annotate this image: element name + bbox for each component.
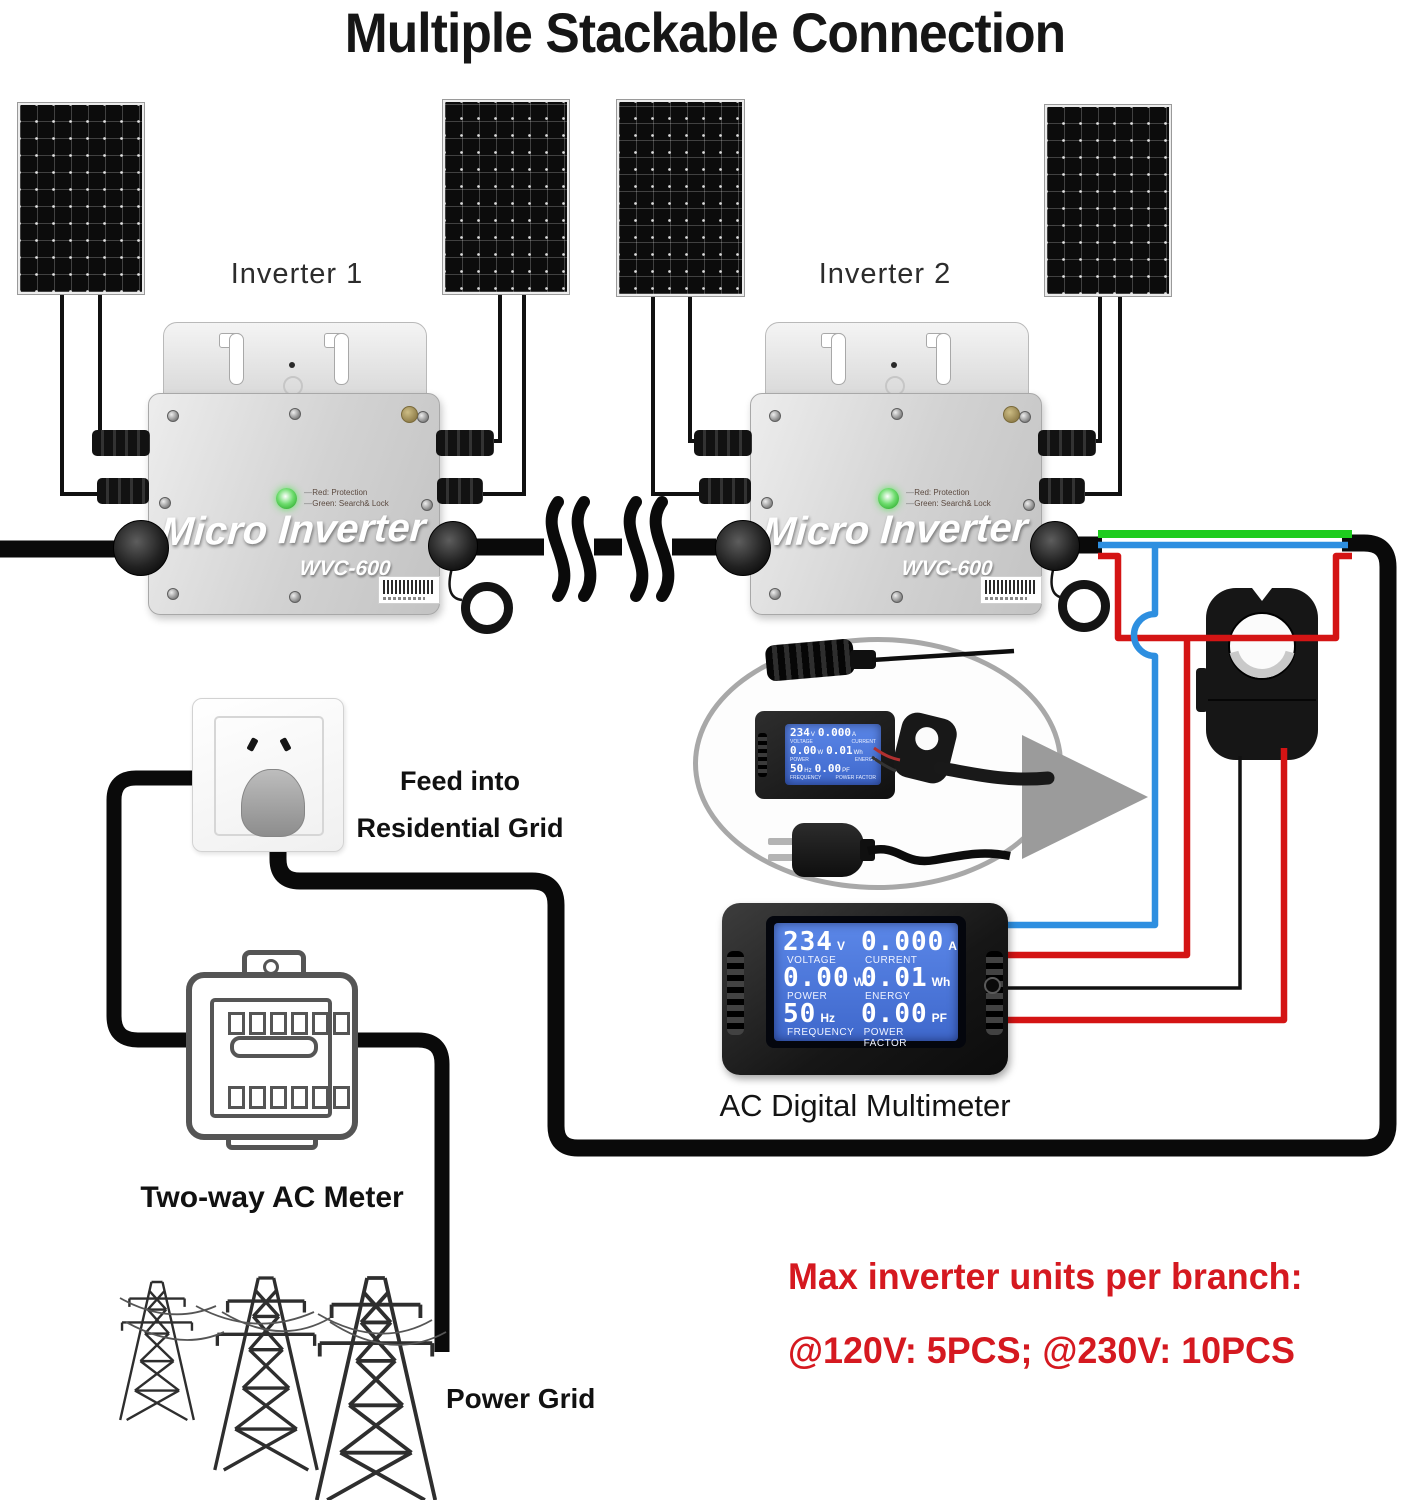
screw-icon [289, 408, 301, 420]
transmission-towers [119, 1276, 447, 1500]
pilot-hole [289, 362, 295, 368]
screw-icon [769, 588, 781, 600]
screw-icon [761, 497, 773, 509]
mc4-connector [1038, 430, 1096, 456]
solar-panel-1 [18, 103, 144, 294]
two-way-meter-label: Two-way AC Meter [140, 1181, 404, 1214]
brand-text: Micro Inverter [761, 505, 1030, 555]
ground-terminal [401, 406, 418, 423]
keyhole-slot [831, 333, 846, 385]
cable-break-icon [545, 496, 675, 602]
inverter-body [750, 393, 1042, 615]
connector-cap [461, 582, 513, 634]
power-grid-label: Power Grid [446, 1383, 596, 1414]
screw-icon [167, 410, 179, 422]
ac-output-connector [1030, 521, 1080, 571]
wall-outlet [192, 698, 344, 852]
plug-prong [768, 838, 796, 845]
screw-icon [167, 588, 179, 600]
plug-prong [768, 854, 796, 861]
mc4-connector [437, 478, 483, 504]
feed-caption: Feed into Residential Grid [356, 766, 564, 843]
solar-panel-2 [443, 100, 569, 294]
cap-leash-1 [448, 567, 463, 602]
screw-icon [769, 410, 781, 422]
screw-icon [891, 408, 903, 420]
ground-terminal [1003, 406, 1020, 423]
status-led [276, 488, 297, 509]
max-units-note: Max inverter units per branch: @120V: 5P… [788, 1256, 1303, 1371]
inset-power-plug [792, 823, 864, 877]
mc4-connector [97, 478, 149, 504]
multimeter-label: AC Digital Multimeter [719, 1088, 1011, 1123]
inverter-2-label: Inverter 2 [818, 258, 952, 290]
keyhole-slot [936, 333, 951, 385]
brand-text: Micro Inverter [159, 505, 428, 555]
ac-output-connector [715, 520, 771, 576]
waterproof-connector [764, 638, 856, 682]
grid-feed-cable [106, 770, 450, 1352]
screw-icon [1019, 411, 1031, 423]
screw-icon [417, 411, 429, 423]
screw-icon [421, 499, 433, 511]
mc4-connector [436, 430, 494, 456]
mc4-connector [699, 478, 751, 504]
live-wire-red [1008, 552, 1352, 1024]
solar-panel-3 [617, 100, 744, 296]
pilot-hole [891, 362, 897, 368]
keyhole-slot [334, 333, 349, 385]
multimeter-button [984, 977, 1001, 994]
status-led [878, 488, 899, 509]
ac-output-connector [428, 521, 478, 571]
ct-sense-wire-black [1008, 756, 1242, 990]
screw-icon [891, 591, 903, 603]
main-ac-loop-cable [269, 534, 1397, 1157]
two-way-ac-meter [186, 950, 358, 1162]
meter-register [228, 1012, 350, 1035]
mc4-connector [92, 430, 150, 456]
barcode-sticker [378, 576, 440, 604]
mc4-connector [694, 430, 752, 456]
inverter-1-label: Inverter 1 [230, 258, 364, 290]
neutral-wire-blue [1008, 541, 1348, 929]
keyhole-slot [229, 333, 244, 385]
micro-inverter-2: — Red: Protection — Green: Search& Lock … [692, 320, 1096, 620]
barcode-sticker [980, 576, 1042, 604]
micro-inverter-1: — Red: Protection — Green: Search& Lock … [90, 320, 494, 620]
catenary-wires [119, 1297, 447, 1346]
solar-panel-4 [1045, 105, 1171, 296]
connector-cap [1058, 580, 1110, 632]
screw-icon [1023, 499, 1035, 511]
ct-clamp [1196, 588, 1318, 760]
meter-window [230, 1036, 318, 1058]
mc4-connector [1039, 478, 1085, 504]
ct-clamp-hole [1228, 612, 1296, 680]
led-legend: — Red: Protection — Green: Search& Lock [304, 488, 389, 508]
led-legend: — Red: Protection — Green: Search& Lock [906, 488, 991, 508]
page-title: Multiple Stackable Connection [344, 1, 1066, 64]
grid-tie-plug [241, 769, 305, 837]
screw-icon [159, 497, 171, 509]
screw-icon [289, 591, 301, 603]
meter-register [228, 1086, 350, 1109]
ac-output-connector [113, 520, 169, 576]
